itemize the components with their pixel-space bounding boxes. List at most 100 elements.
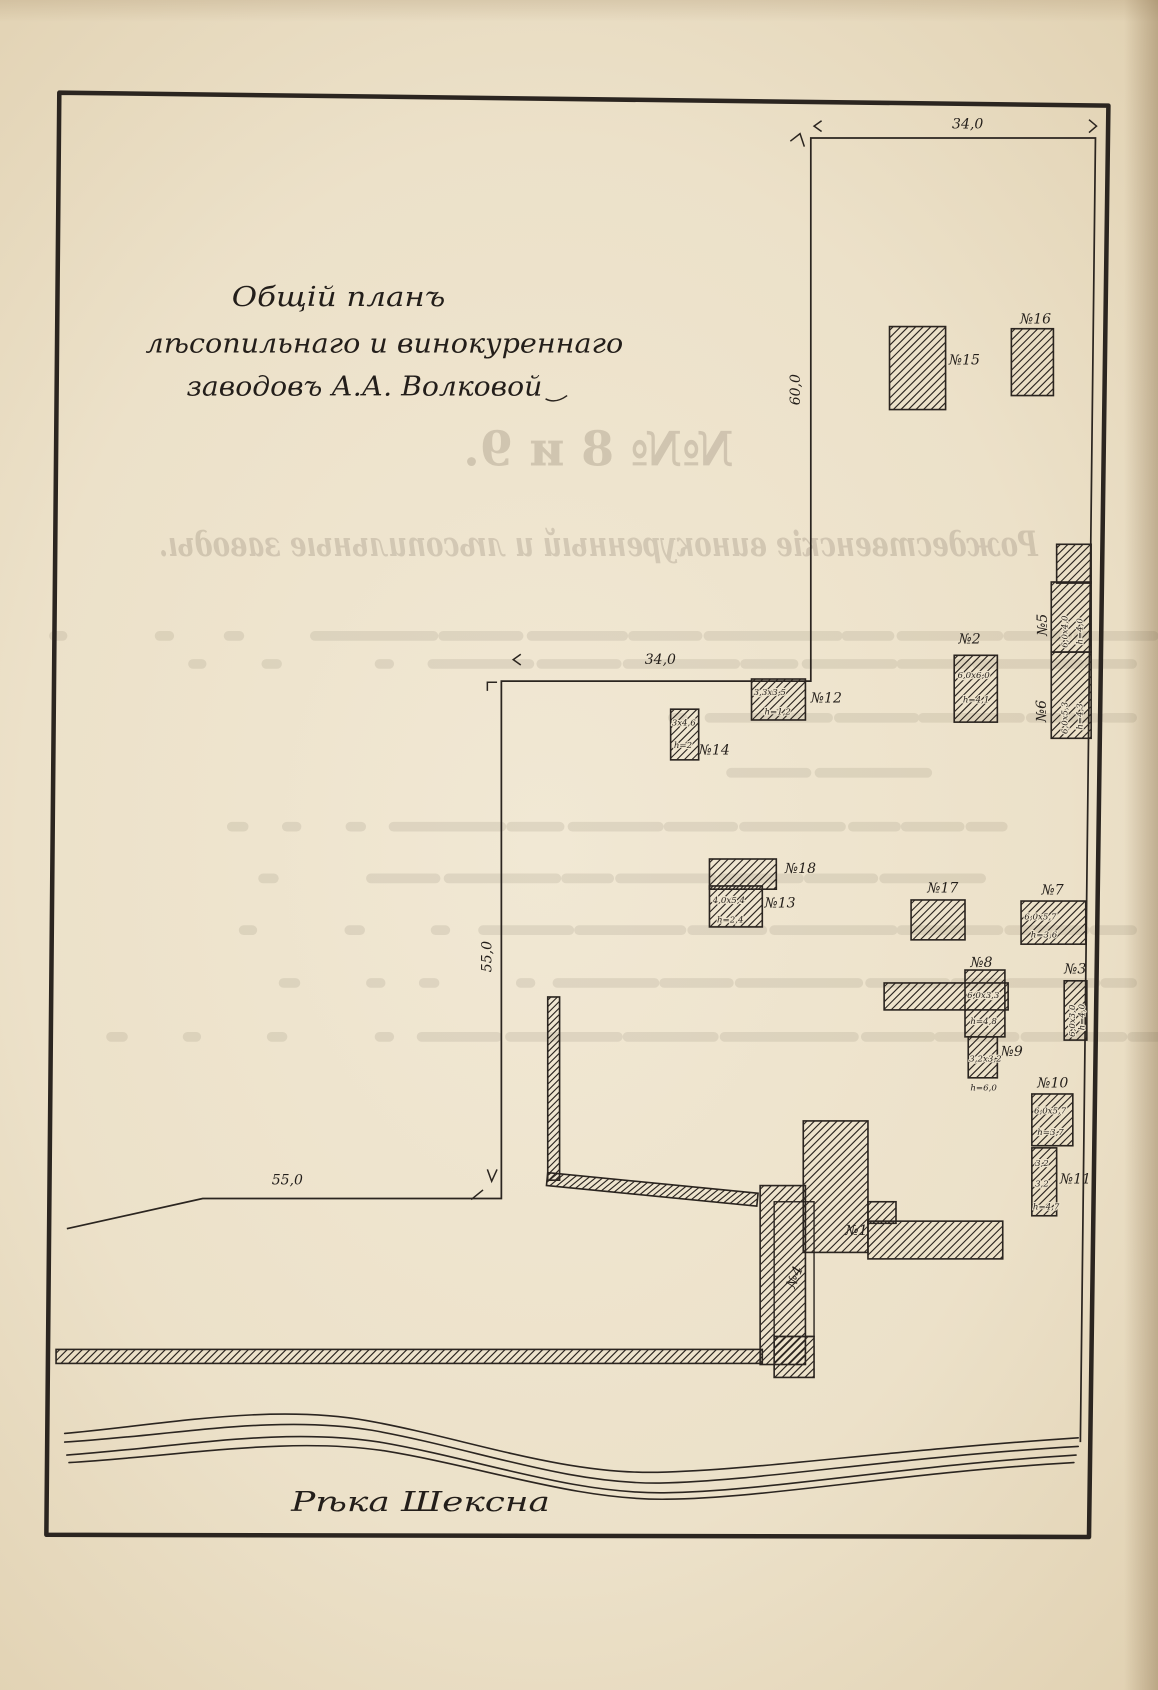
hatch-line bbox=[128, 1349, 144, 1364]
hatch-line bbox=[226, 1349, 242, 1364]
hatch-line bbox=[709, 1349, 725, 1364]
hatch-line bbox=[1074, 721, 1092, 739]
building-5-label: №5 bbox=[1035, 614, 1051, 637]
hatch-line bbox=[964, 993, 1006, 1035]
hatch-line bbox=[670, 729, 700, 759]
hatch-line bbox=[867, 1201, 888, 1222]
hatch-line bbox=[893, 1220, 933, 1260]
hatch-line bbox=[739, 1349, 755, 1364]
hatch-line bbox=[1050, 651, 1079, 679]
hatch-line bbox=[1010, 328, 1039, 356]
hatch-line bbox=[954, 1220, 993, 1260]
hatch-line bbox=[581, 1349, 597, 1364]
hatch-line bbox=[964, 969, 977, 982]
hatch-line bbox=[967, 1036, 996, 1064]
hatch-line bbox=[547, 1117, 560, 1130]
building-11-height: h=4,7 bbox=[1033, 1202, 1060, 1212]
hatch-line bbox=[1058, 550, 1092, 584]
hatch-line bbox=[964, 986, 1006, 1028]
hatch-line bbox=[1050, 651, 1063, 664]
hatch-line bbox=[694, 1349, 710, 1364]
hatch-line bbox=[867, 1220, 903, 1256]
hatch-line bbox=[889, 326, 939, 377]
hatch-line bbox=[279, 1349, 295, 1364]
hatch-line bbox=[856, 1240, 869, 1253]
hatch-line bbox=[1023, 365, 1054, 396]
hatch-line bbox=[759, 1256, 806, 1303]
hatch-line bbox=[975, 1056, 998, 1079]
hatch-line bbox=[996, 721, 998, 723]
hatch-line bbox=[671, 1349, 687, 1364]
hatch-line bbox=[166, 1349, 182, 1364]
hatch-line bbox=[742, 1192, 758, 1206]
hatch-line bbox=[968, 1048, 998, 1079]
hatch-line bbox=[1063, 984, 1088, 1008]
hatch-line bbox=[678, 1186, 693, 1199]
hatch-line bbox=[513, 1349, 529, 1364]
hatch-line bbox=[670, 708, 675, 714]
hatch-line bbox=[547, 1026, 560, 1040]
hatch-line bbox=[759, 1188, 806, 1236]
hatch-line bbox=[912, 899, 954, 941]
building-12-label: №12 bbox=[810, 691, 842, 707]
hatch-line bbox=[1063, 999, 1088, 1023]
hatch-line bbox=[1010, 328, 1016, 333]
hatch-line bbox=[729, 1191, 745, 1204]
hatch-line bbox=[709, 885, 744, 921]
hatch-line bbox=[759, 1264, 806, 1311]
building-11-size-a: 3,2 bbox=[1035, 1159, 1049, 1169]
hatch-line bbox=[1082, 643, 1092, 653]
hatch-line bbox=[1071, 930, 1087, 945]
hatch-line bbox=[626, 1181, 642, 1194]
building-12-height: h=1,2 bbox=[764, 708, 790, 718]
hatch-line bbox=[1067, 628, 1092, 653]
hatch-line bbox=[976, 1008, 1006, 1038]
hatch-line bbox=[717, 1349, 732, 1364]
hatch-line bbox=[953, 654, 974, 675]
hatch-line bbox=[332, 1349, 348, 1364]
page-edge-shadow bbox=[1124, 0, 1158, 1690]
hatch-line bbox=[984, 1240, 1004, 1260]
hatch-line bbox=[953, 654, 966, 668]
hatch-line bbox=[946, 1220, 986, 1260]
hatch-line bbox=[910, 899, 931, 920]
hatch-line bbox=[727, 858, 759, 890]
building-3-hatching bbox=[1063, 980, 1088, 1041]
hatch-line bbox=[558, 1349, 574, 1364]
building-15-hatching bbox=[889, 326, 946, 410]
hatch-line bbox=[1056, 543, 1084, 572]
hatch-line bbox=[781, 696, 806, 721]
hatch-line bbox=[547, 1033, 560, 1046]
wall-vertical-hatching bbox=[547, 996, 560, 1181]
dimension-top: 34,0 bbox=[952, 116, 983, 132]
hatch-line bbox=[575, 1176, 590, 1189]
building-9-hatching bbox=[967, 1036, 998, 1079]
hatch-line bbox=[548, 1169, 560, 1181]
hatch-line bbox=[498, 1349, 514, 1364]
hatch-line bbox=[639, 1182, 655, 1196]
hatch-line bbox=[581, 1176, 597, 1190]
hatch-line bbox=[555, 1174, 571, 1187]
hatch-line bbox=[143, 1349, 159, 1364]
building-8-size: 6,0x3,3 bbox=[967, 991, 1000, 1001]
hatch-line bbox=[256, 1349, 272, 1364]
hatch-line bbox=[547, 1156, 560, 1169]
hatch-line bbox=[554, 1175, 560, 1181]
hatch-line bbox=[964, 969, 970, 975]
hatch-line bbox=[909, 1220, 948, 1260]
hatch-line bbox=[887, 1214, 897, 1224]
hatch-line bbox=[984, 1016, 1006, 1038]
hatch-line bbox=[999, 1255, 1004, 1260]
hatch-line bbox=[652, 1183, 668, 1197]
building-9-size: 3,2x3,2 bbox=[969, 1055, 1001, 1065]
hatch-line bbox=[422, 1349, 438, 1364]
dimension-arrow-top bbox=[789, 132, 806, 147]
hatch-line bbox=[468, 1349, 483, 1364]
hatch-line bbox=[392, 1349, 408, 1364]
hatch-line bbox=[671, 1185, 687, 1199]
building-7-size: 6,0x5,7 bbox=[1024, 912, 1057, 922]
hatch-line bbox=[1063, 991, 1088, 1016]
hatch-line bbox=[1031, 1147, 1044, 1160]
hatch-line bbox=[751, 678, 756, 684]
